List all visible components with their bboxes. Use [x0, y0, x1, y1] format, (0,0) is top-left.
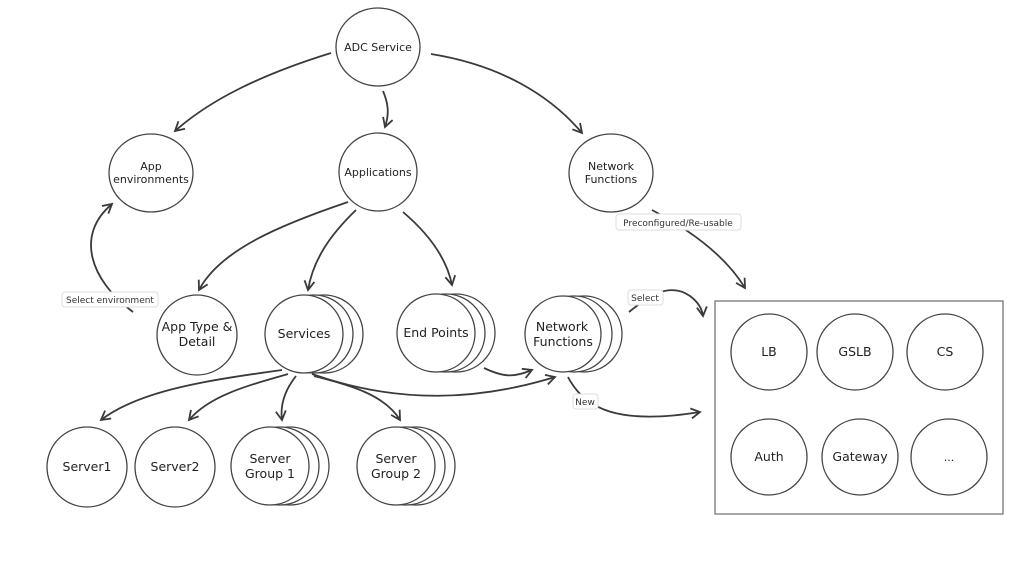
edge-adc-to-appenv [173, 52, 332, 133]
catalog-item-gslb[interactable]: GSLB [816, 313, 894, 391]
edge-applications-to-apptype [197, 201, 349, 292]
catalog-item-auth[interactable]: Auth [730, 418, 808, 496]
node-end-points[interactable]: End Points [396, 293, 496, 373]
svg-text:Select: Select [631, 294, 659, 304]
node-server1[interactable]: Server1 [46, 426, 128, 508]
edge-netfunc-new-to-catalog [567, 376, 702, 420]
node-server-group-1[interactable]: Server Group 1 [230, 426, 330, 506]
edge-adc-to-netfunc [430, 53, 584, 135]
svg-text:GSLB: GSLB [838, 344, 871, 359]
edge-applications-to-services [303, 209, 357, 292]
svg-text:App Type &: App Type & [162, 319, 233, 334]
svg-text:Network: Network [536, 319, 589, 334]
svg-text:...: ... [944, 451, 955, 464]
svg-text:Detail: Detail [179, 334, 216, 349]
edges [90, 52, 746, 422]
svg-text:App: App [140, 160, 162, 173]
node-adc-service[interactable]: ADC Service [335, 7, 421, 87]
catalog-item-gateway[interactable]: Gateway [821, 418, 899, 496]
edge-label-new: New [572, 393, 599, 410]
svg-text:Server: Server [250, 451, 292, 466]
svg-text:End Points: End Points [403, 325, 468, 340]
svg-text:New: New [575, 398, 595, 408]
catalog-item-lb[interactable]: LB [730, 313, 808, 391]
catalog-item-cs[interactable]: CS [906, 313, 984, 391]
svg-text:environments: environments [113, 173, 189, 186]
node-server2[interactable]: Server2 [134, 426, 216, 508]
network-function-catalog: LB GSLB CS Auth Gateway ... [714, 300, 1004, 515]
node-network-functions-top[interactable]: Network Functions [568, 133, 654, 213]
catalog-item-more[interactable]: ... [910, 418, 988, 496]
svg-text:Group 2: Group 2 [371, 466, 421, 481]
edge-services-to-netfunc [311, 373, 557, 397]
svg-text:Server1: Server1 [63, 459, 112, 474]
node-app-type-detail[interactable]: App Type & Detail [156, 294, 238, 376]
edge-label-select: Select [627, 289, 664, 306]
edge-label-preconfigured: Preconfigured/Re-usable [615, 213, 742, 231]
node-app-environments[interactable]: App environments [108, 133, 194, 213]
svg-text:Gateway: Gateway [832, 449, 888, 464]
svg-text:Services: Services [278, 326, 331, 341]
svg-text:Server2: Server2 [151, 459, 200, 474]
svg-text:Auth: Auth [754, 449, 783, 464]
node-network-functions-mid[interactable]: Network Functions [524, 295, 623, 373]
edge-label-select-environment: Select environment [61, 291, 159, 308]
edge-applications-to-endpoints [402, 211, 456, 287]
edge-services-to-servergroup1 [275, 375, 297, 422]
svg-text:ADC Service: ADC Service [344, 41, 412, 54]
edge-services-to-server1 [99, 369, 283, 422]
edge-endpoints-to-netfunc [483, 367, 534, 379]
svg-text:Preconfigured/Re-usable: Preconfigured/Re-usable [623, 219, 733, 229]
svg-text:CS: CS [937, 344, 954, 359]
edge-services-to-servergroup2 [313, 375, 401, 422]
edge-services-to-server2 [187, 373, 289, 422]
svg-text:Server: Server [376, 451, 418, 466]
svg-text:Network: Network [588, 160, 635, 173]
node-applications[interactable]: Applications [338, 132, 418, 212]
svg-text:Applications: Applications [344, 166, 411, 179]
edge-adc-to-applications [382, 90, 394, 129]
svg-text:Select environment: Select environment [66, 296, 154, 306]
svg-text:Functions: Functions [533, 334, 593, 349]
node-services[interactable]: Services [264, 294, 364, 374]
svg-text:LB: LB [761, 344, 777, 359]
svg-text:Group 1: Group 1 [245, 466, 295, 481]
svg-text:Functions: Functions [585, 173, 638, 186]
node-server-group-2[interactable]: Server Group 2 [356, 426, 456, 506]
